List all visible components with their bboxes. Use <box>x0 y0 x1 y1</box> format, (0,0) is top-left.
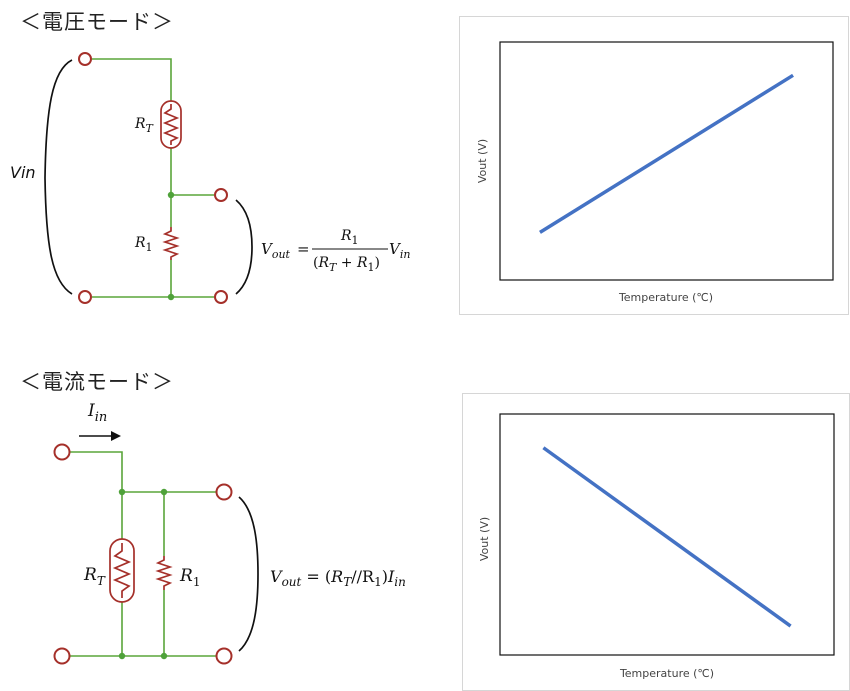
vin-label: Vin <box>10 163 36 182</box>
resistor-r1 <box>155 556 173 590</box>
current-mode-chart: Temperature (℃) Vout (V) <box>462 393 850 691</box>
voltage-formula: Vout = R1 (RT + R1) Vin <box>261 228 410 274</box>
current-mode-circuit: Iin RT R1 Vout = (RT//R1)Iin <box>53 401 406 665</box>
vout-line <box>542 446 792 628</box>
plot-area <box>499 413 835 656</box>
wire <box>70 451 123 539</box>
rt-label: RT <box>83 565 106 588</box>
y-axis-label: Vout (V) <box>476 139 489 183</box>
vout-brace <box>235 199 253 295</box>
node <box>160 652 168 660</box>
svg-text:Vin: Vin <box>389 240 410 261</box>
wire <box>92 58 172 101</box>
thermistor-rt <box>109 538 135 603</box>
terminal <box>215 483 233 501</box>
node <box>118 488 126 496</box>
r1-label: R1 <box>134 235 153 254</box>
voltage-chart-svg: Temperature (℃) Vout (V) <box>476 41 834 304</box>
voltage-mode-heading: ＜電圧モード＞ <box>20 10 174 34</box>
terminal <box>214 188 228 202</box>
voltage-mode-circuit: Vin RT R1 Vout = R1 (RT + R1) Vin <box>10 52 410 304</box>
node <box>167 293 175 301</box>
iin-label: Iin <box>87 401 107 425</box>
svg-text:=: = <box>297 240 310 258</box>
vin-brace <box>44 59 73 295</box>
r1-label: R1 <box>179 566 200 589</box>
plot-area <box>499 41 834 281</box>
terminal <box>53 443 71 461</box>
terminal <box>78 290 92 304</box>
x-axis-label: Temperature (℃) <box>618 291 713 304</box>
resistor-r1 <box>162 227 180 260</box>
terminal <box>215 647 233 665</box>
terminal <box>214 290 228 304</box>
vout-line <box>539 73 794 234</box>
svg-text:R1: R1 <box>340 228 359 247</box>
current-mode-heading: ＜電流モード＞ <box>20 370 174 394</box>
rt-label: RT <box>134 116 155 135</box>
voltage-mode-chart: Temperature (℃) Vout (V) <box>459 16 849 315</box>
current-arrow <box>79 431 121 441</box>
node <box>160 488 168 496</box>
y-axis-label: Vout (V) <box>478 517 491 561</box>
x-axis-label: Temperature (℃) <box>619 667 714 680</box>
node <box>167 191 175 199</box>
svg-text:(RT + R1): (RT + R1) <box>313 255 380 274</box>
svg-text:Vout: Vout <box>261 240 291 261</box>
node <box>118 652 126 660</box>
terminal <box>78 52 92 66</box>
terminal <box>53 647 71 665</box>
vout-brace <box>238 496 259 652</box>
current-chart-svg: Temperature (℃) Vout (V) <box>478 413 835 680</box>
current-formula: Vout = (RT//R1)Iin <box>270 567 406 589</box>
thermistor-rt <box>160 100 182 149</box>
